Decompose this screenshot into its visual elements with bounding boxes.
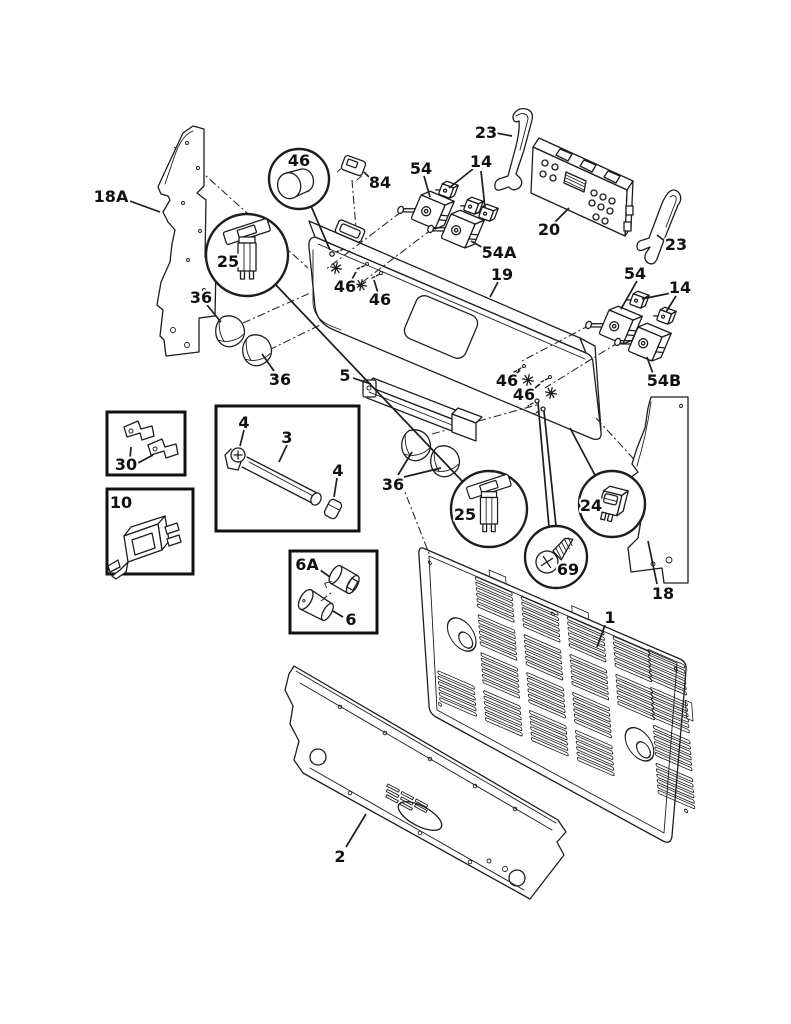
lower-rear-panel-2 [284,665,567,900]
trim-5 [362,377,483,442]
label-25-zoom-bottom: 25 [454,505,476,524]
vent-hole-upper [446,617,477,652]
panel-fasteners [328,248,559,415]
label-36-left-upper: 36 [190,288,212,307]
part-3-tube [241,456,322,506]
label-19: 19 [491,265,513,284]
label-14-right: 14 [669,278,691,297]
inset-box-30 [105,410,187,477]
label-46-c: 46 [496,371,518,390]
label-46-zoom: 46 [288,151,310,170]
label-36-middle: 36 [382,475,404,494]
switch-cluster-right [583,288,677,365]
board-display [563,171,587,193]
label-4-right: 4 [332,461,343,480]
label-30: 30 [115,455,137,474]
label-1: 1 [604,608,615,627]
screw-69-zoom [535,537,574,574]
screw-69-location [534,398,540,404]
zoom-circle-69 [523,524,589,590]
inset-box-3-4 [214,404,361,533]
part-4-end-cap-left [224,447,246,471]
label-3: 3 [281,428,292,447]
part-23-bracket-top [494,108,534,191]
part-10-component [107,515,182,580]
rear-vent-panel-1 [418,547,696,843]
label-23-right: 23 [665,235,687,254]
label-18a: 18A [94,187,129,206]
callout-labels: 18A 46 25 84 54 14 23 20 23 54 14 54A 19… [92,121,693,868]
label-46-d: 46 [513,385,535,404]
label-69: 69 [557,560,579,579]
inset-box-6 [288,549,379,635]
panel-2-hole-left [309,748,327,766]
label-5: 5 [339,366,350,385]
panel-display-window [403,295,479,359]
label-20: 20 [538,220,560,239]
part-4-end-cap-right [323,498,343,520]
rocker-switch-24-zoom [598,485,629,523]
part-84-clip [336,154,367,181]
panel-top-cutout [334,219,366,243]
label-46-a: 46 [334,277,356,296]
label-6a: 6A [295,555,319,574]
vent-panel-face [427,560,696,814]
zoom-circle-25-bottom [449,469,529,549]
label-84: 84 [369,173,391,192]
panel-2-oval-cutout [397,801,443,831]
vent-hole-lower [624,726,655,762]
part-20-control-board [530,137,634,237]
label-18: 18 [652,584,674,603]
part-18a-bracket [156,125,217,357]
label-54-top: 54 [410,159,432,178]
label-23-top: 23 [475,123,497,142]
zoom-circle-24 [577,469,647,539]
part-6a-socket [324,564,360,595]
label-36-left-lower: 36 [269,370,291,389]
label-4-left: 4 [238,413,249,432]
label-46-b: 46 [369,290,391,309]
panel-2-hole-right [508,869,526,887]
label-14-top: 14 [470,152,492,171]
control-panel-19 [308,219,602,440]
zoom-circle-25-top [204,212,290,298]
screw-46-head [329,251,335,257]
zoom-circle-46 [267,147,331,211]
label-6: 6 [345,610,356,629]
label-10: 10 [110,493,132,512]
panel-2-vent-slits [385,783,429,814]
inset-box-10 [105,487,195,580]
label-24: 24 [580,496,602,515]
label-2: 2 [334,847,345,866]
label-54-right: 54 [624,264,646,283]
screw-46-zoom [276,168,315,200]
label-54b: 54B [647,371,681,390]
part-6-bulb [297,588,334,622]
part-23-bracket-right [636,189,682,265]
label-25-zoom-top: 25 [217,252,239,271]
label-54a: 54A [482,243,517,262]
